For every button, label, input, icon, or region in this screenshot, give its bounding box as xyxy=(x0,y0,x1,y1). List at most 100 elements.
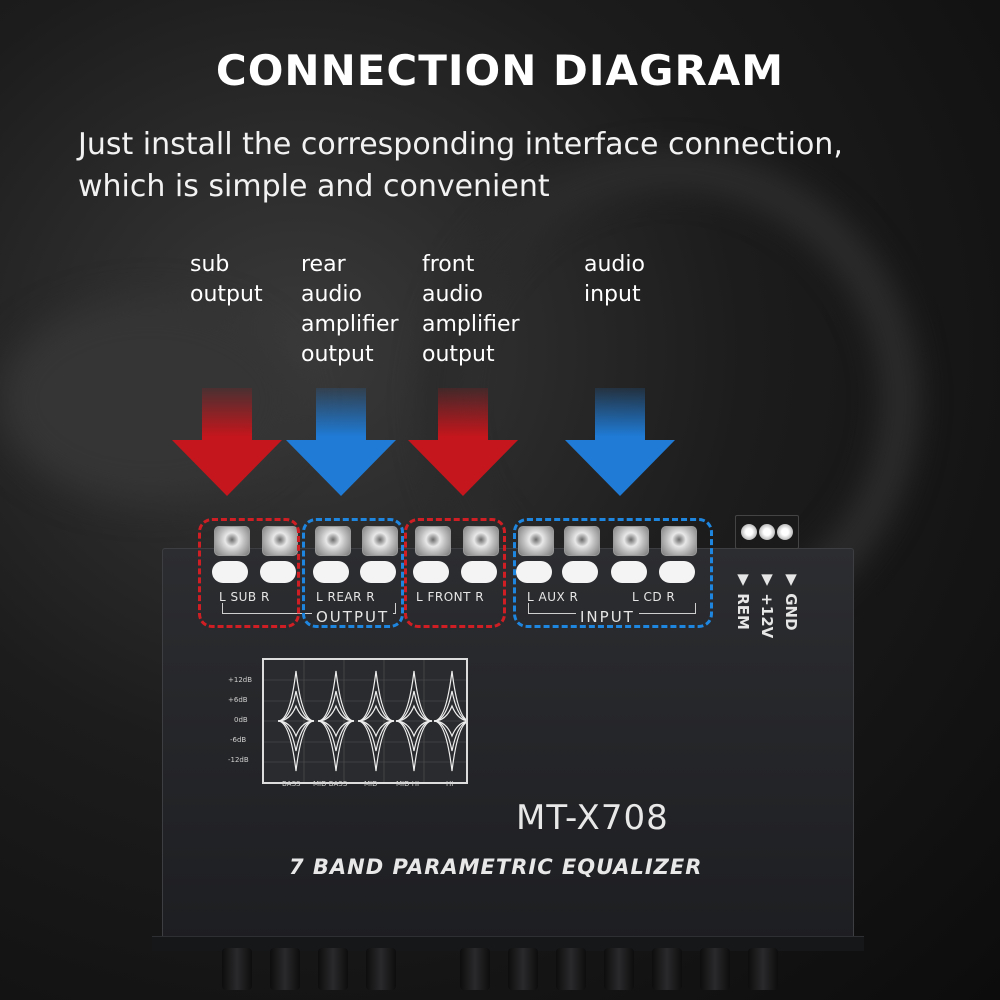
arrow-down-red-icon xyxy=(408,388,518,496)
jack-pad xyxy=(562,561,598,583)
eq-curve xyxy=(277,720,315,738)
knob[interactable] xyxy=(652,948,682,990)
knob[interactable] xyxy=(460,948,490,990)
jack-pad xyxy=(611,561,647,583)
eq-curve xyxy=(395,720,433,738)
eq-curve xyxy=(433,720,471,752)
band-label: MID HI xyxy=(396,780,420,788)
power-label-12v: ▼ +12V xyxy=(758,570,776,638)
triangle-marker-icon: ▼ xyxy=(782,570,800,588)
eq-curve xyxy=(395,720,433,772)
knob[interactable] xyxy=(366,948,396,990)
eq-curve xyxy=(277,704,315,722)
jack-pad xyxy=(313,561,349,583)
knob[interactable] xyxy=(222,948,252,990)
rca-jack-cd-l[interactable] xyxy=(613,526,649,556)
db-label: 0dB xyxy=(234,716,248,724)
knob[interactable] xyxy=(556,948,586,990)
eq-curve xyxy=(395,690,433,722)
device-front-rail xyxy=(152,936,864,951)
jack-pad xyxy=(260,561,296,583)
jack-label-sub: L SUB R xyxy=(219,590,270,604)
gnd-text: GND xyxy=(782,593,800,631)
arrow-down-blue-icon xyxy=(286,388,396,496)
jack-pad xyxy=(212,561,248,583)
triangle-marker-icon: ▼ xyxy=(758,570,776,588)
eq-curve xyxy=(317,720,355,772)
knob[interactable] xyxy=(508,948,538,990)
subtitle: Just install the corresponding interface… xyxy=(78,127,843,204)
power-label-rem: ▼ REM xyxy=(734,570,752,630)
eq-curve xyxy=(357,720,395,752)
power-label-gnd: ▼ GND xyxy=(782,570,800,631)
eq-curve xyxy=(395,720,433,752)
jack-pad xyxy=(413,561,449,583)
eq-curve xyxy=(395,704,433,722)
jack-pad xyxy=(659,561,695,583)
rca-jack-front-l[interactable] xyxy=(415,526,451,556)
eq-curve xyxy=(277,720,315,772)
highlight-audio-input xyxy=(513,518,713,628)
power-terminal-block[interactable] xyxy=(735,515,799,549)
jack-label-rear: L REAR R xyxy=(316,590,376,604)
triangle-marker-icon: ▼ xyxy=(734,570,752,588)
callout-rear-output: rear audio amplifier output xyxy=(301,252,399,367)
output-group-label: OUTPUT xyxy=(312,608,394,626)
eq-response-graph xyxy=(262,658,471,784)
jack-label-cd: L CD R xyxy=(632,590,676,604)
callout-sub-output: sub output xyxy=(190,252,263,307)
eq-curve xyxy=(277,720,315,752)
rca-jack-aux-r[interactable] xyxy=(564,526,600,556)
terminal-screw-icon xyxy=(741,524,757,540)
callout-front-output: front audio amplifier output xyxy=(422,252,520,367)
eq-curve xyxy=(317,690,355,722)
db-label: +12dB xyxy=(228,676,253,684)
rem-text: REM xyxy=(734,593,752,630)
rca-jack-sub-l[interactable] xyxy=(214,526,250,556)
model-number: MT-X708 xyxy=(516,798,669,838)
jack-pad xyxy=(360,561,396,583)
page-title: CONNECTION DIAGRAM xyxy=(215,46,785,95)
band-label: HI xyxy=(446,780,454,788)
rca-jack-rear-l[interactable] xyxy=(315,526,351,556)
knob[interactable] xyxy=(604,948,634,990)
db-label: -12dB xyxy=(228,756,249,764)
eq-curve xyxy=(277,670,315,722)
eq-curve xyxy=(357,670,395,722)
highlight-front-output xyxy=(404,518,506,628)
highlight-rear-output xyxy=(302,518,404,628)
eq-curve xyxy=(433,670,471,722)
eq-curve xyxy=(357,720,395,738)
input-group-label: INPUT xyxy=(576,608,639,626)
jack-pad xyxy=(461,561,497,583)
eq-curve xyxy=(433,690,471,722)
eq-curve xyxy=(357,720,395,772)
callout-audio-input: audio input xyxy=(584,252,645,307)
band-label: BASS xyxy=(282,780,301,788)
rca-jack-cd-r[interactable] xyxy=(661,526,697,556)
terminal-screw-icon xyxy=(759,524,775,540)
highlight-sub-output xyxy=(198,518,300,628)
v12-text: +12V xyxy=(758,593,776,639)
terminal-screw-icon xyxy=(777,524,793,540)
eq-curve xyxy=(317,720,355,752)
db-label: -6dB xyxy=(230,736,247,744)
knob[interactable] xyxy=(318,948,348,990)
eq-curve xyxy=(433,720,471,772)
eq-curve xyxy=(317,670,355,722)
eq-curve xyxy=(357,704,395,722)
jack-label-front: L FRONT R xyxy=(416,590,485,604)
db-label: +6dB xyxy=(228,696,248,704)
eq-curve xyxy=(317,704,355,722)
rca-jack-sub-r[interactable] xyxy=(262,526,298,556)
knob[interactable] xyxy=(270,948,300,990)
eq-curve xyxy=(433,720,471,738)
knob[interactable] xyxy=(748,948,778,990)
product-name: 7 BAND PARAMETRIC EQUALIZER xyxy=(289,855,703,879)
jack-label-aux: L AUX R xyxy=(527,590,579,604)
knob[interactable] xyxy=(700,948,730,990)
arrow-down-red-icon xyxy=(172,388,282,496)
jack-pad xyxy=(516,561,552,583)
eq-curve xyxy=(433,704,471,722)
band-label: MID xyxy=(364,780,378,788)
